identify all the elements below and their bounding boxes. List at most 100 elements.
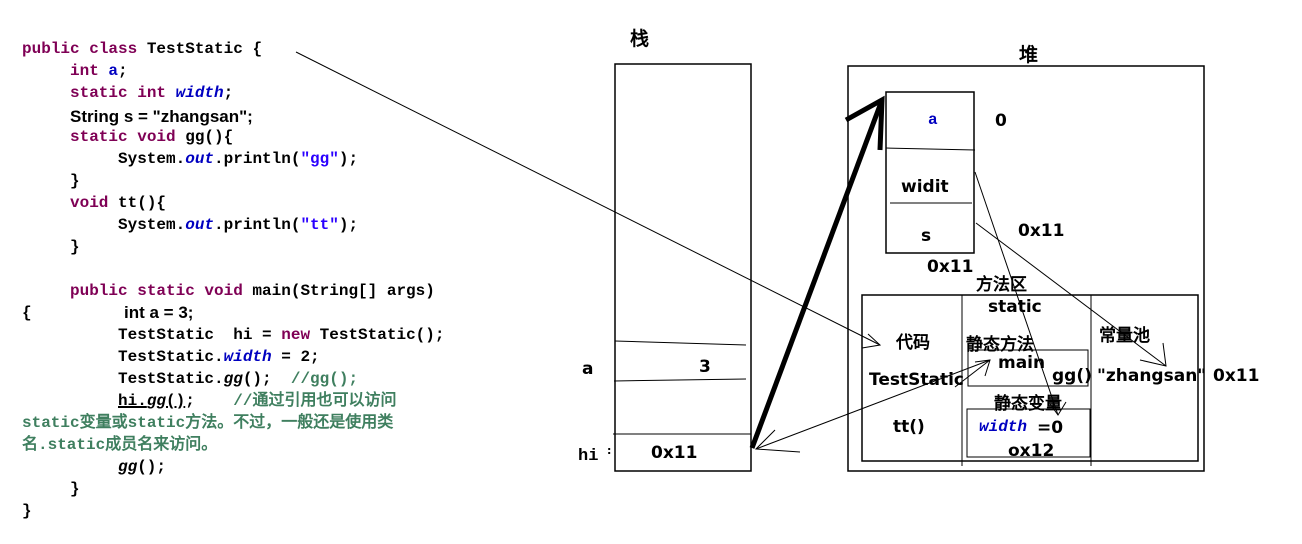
code-line-8: void tt(){ [70, 192, 166, 214]
keyword: public static void [70, 282, 243, 300]
keyword: void [70, 194, 109, 212]
code-line-21: } [22, 502, 32, 520]
arrow-main-to-hi [755, 359, 991, 450]
code-text: ; [223, 84, 234, 102]
method-main: main [998, 353, 1046, 373]
arrowhead [974, 359, 991, 377]
code-line-4: String s = "zhangsan"; [70, 107, 253, 126]
string-literal: "tt" [300, 216, 339, 234]
field-name: width [175, 84, 224, 102]
code-line-14: TestStatic.width = 2; [118, 346, 320, 368]
constant-string: "zhangsan" [1097, 366, 1207, 386]
object-field-s: s [921, 226, 932, 246]
keyword: int [70, 62, 99, 80]
stack-var-hi-value: 0x11 [651, 443, 698, 463]
stack-var-hi-label: hi [578, 447, 599, 466]
code-text: ); [338, 216, 359, 234]
comment: //通过引用也可以访问 [194, 392, 397, 410]
method-area-title: 方法区 [976, 275, 1027, 295]
keyword: static void [70, 128, 176, 146]
arrowhead [754, 429, 801, 453]
static-var-address: ox12 [1008, 441, 1055, 461]
arrow-class-to-code [295, 51, 881, 346]
code-text: { [22, 304, 32, 322]
code-text: (); [137, 458, 167, 476]
object-box [885, 91, 975, 254]
arrow-class-to-main [954, 359, 991, 388]
code-text: .println( [214, 150, 301, 168]
static-var-value: =0 [1037, 418, 1064, 438]
class-name: TestStatic [869, 370, 964, 390]
code-line-20: } [70, 480, 80, 498]
field-name: width [223, 348, 272, 366]
code-text: () [166, 392, 186, 410]
arrowhead [1139, 342, 1167, 367]
code-text: hi. [118, 392, 147, 410]
keyword: public class [22, 40, 138, 58]
object-divider [885, 147, 976, 151]
static-vars-box [966, 408, 1091, 458]
code-listing: public class TestStatic { int a; static … [22, 38, 444, 544]
code-line-18: 名.static成员名来访问。 [22, 436, 218, 454]
underlined-call: hi.gg() [118, 392, 185, 410]
code-text: .println( [214, 216, 301, 234]
heap-box [847, 65, 1205, 472]
stack-divider [613, 378, 747, 382]
code-line-2: int a; [70, 60, 128, 82]
comment: (); [329, 370, 359, 388]
code-line-6: System.out.println("gg"); [118, 148, 358, 170]
arrowhead [861, 333, 882, 349]
code-text: System. [118, 150, 186, 168]
static-var-name: width [979, 418, 1028, 436]
code-line-11: public static void main(String[] args) [70, 280, 435, 302]
stack-box [614, 63, 752, 472]
code-line-15: TestStatic.gg(); //gg(); [118, 368, 358, 390]
code-section-label: 代码 [896, 333, 930, 353]
code-text: TestStatic { [137, 40, 263, 58]
code-line-13: TestStatic hi = new TestStatic(); [118, 324, 444, 346]
code-text: TestStatic(); [310, 326, 445, 344]
keyword: static int [70, 84, 167, 102]
code-text: TestStatic. [118, 348, 224, 366]
code-line-7: } [70, 172, 80, 190]
object-field-a-value: 0 [995, 111, 1007, 131]
code-text: System. [118, 216, 186, 234]
method-area-box [861, 294, 1199, 462]
keyword: new [281, 326, 311, 344]
code-line-1: public class TestStatic { [22, 38, 262, 60]
constant-address: 0x11 [1213, 366, 1260, 386]
code-line-10: } [70, 238, 80, 256]
code-text: = 2; [271, 348, 320, 366]
arrowhead [844, 95, 885, 151]
code-line-12-stmt: int a = 3; [124, 303, 194, 322]
object-address: 0x11 [927, 257, 974, 277]
method-call: gg [146, 392, 167, 410]
stack-var-a-label: a [582, 359, 594, 379]
comment: gg [310, 370, 330, 388]
static-vars-label: 静态变量 [994, 394, 1062, 414]
memory-diagram [295, 51, 1205, 472]
code-text: ); [338, 150, 359, 168]
stack-var-hi-colon: : [607, 444, 612, 457]
object-field-width: widit [901, 177, 949, 197]
static-label: static [988, 297, 1042, 317]
code-line-17: static变量或static方法。不过，一般还是使用类 [22, 414, 394, 432]
arrow-s-to-constant [975, 222, 1167, 367]
code-text: TestStatic. [118, 370, 224, 388]
code-text: (); [242, 370, 272, 388]
field-name: out [185, 216, 215, 234]
code-line-9: System.out.println("tt"); [118, 214, 358, 236]
code-text: main(String[] args) [242, 282, 435, 300]
static-methods-label: 静态方法 [966, 335, 1034, 355]
arrow-hi-to-object [749, 99, 885, 449]
code-text: ; [185, 392, 195, 410]
arrow-widit-to-static-width [974, 171, 1059, 416]
field-name: a [108, 62, 119, 80]
stack-title: 栈 [630, 28, 650, 50]
code-text: TestStatic hi = [118, 326, 282, 344]
code-line-19: gg(); [118, 456, 166, 478]
code-line-3: static int width; [70, 82, 233, 104]
method-tt: tt() [893, 417, 925, 437]
heap-title: 堆 [1019, 44, 1039, 66]
object-field-a: a [928, 111, 938, 129]
